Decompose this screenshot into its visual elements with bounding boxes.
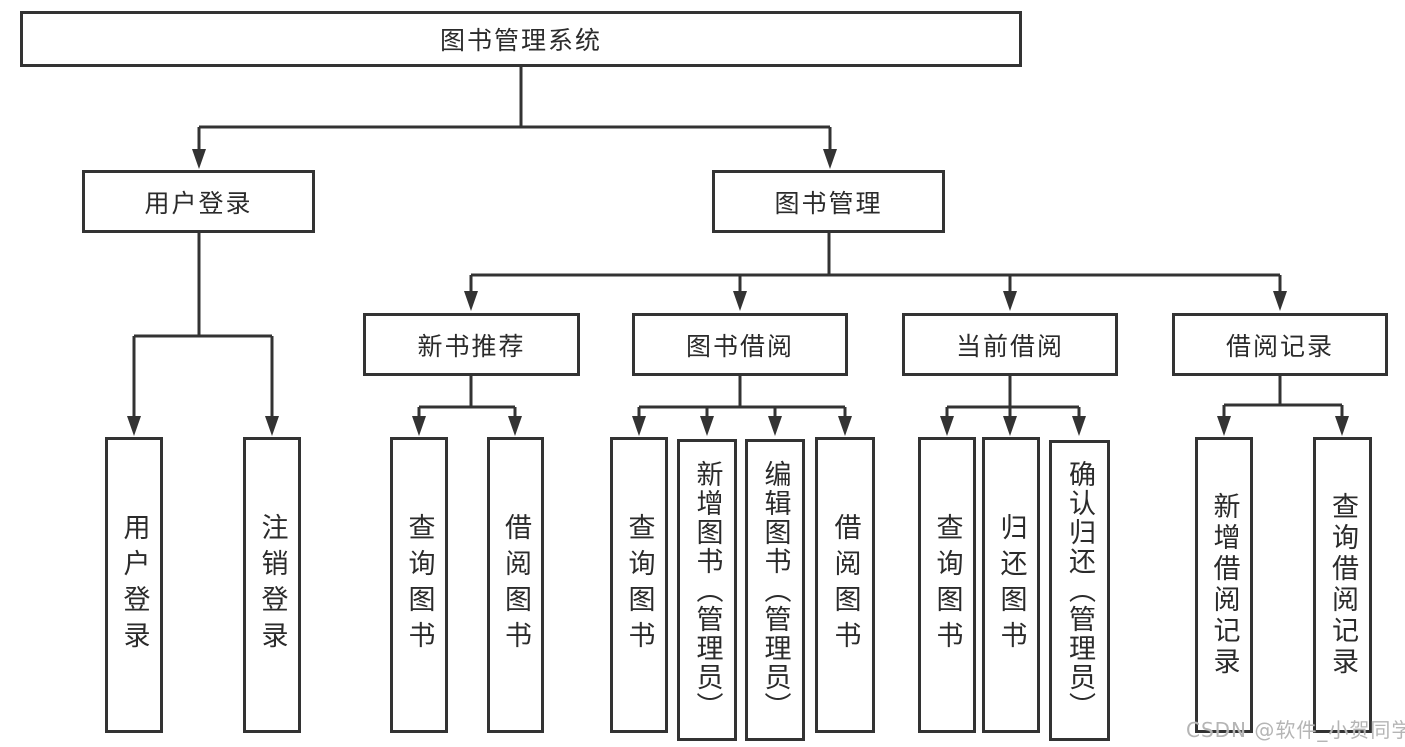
arrow-down-icon: [265, 416, 279, 436]
leaf-logout: 注销登录: [243, 437, 301, 733]
arrow-down-icon: [412, 416, 426, 436]
node-label: 图书管理: [774, 188, 883, 218]
leaf-query-borrow-record: 查询借阅记录: [1313, 437, 1372, 733]
leaf-query-books-recommend: 查询图书: [390, 437, 448, 733]
node-borrow-records: 借阅记录: [1172, 313, 1388, 376]
arrow-down-icon: [700, 416, 714, 436]
leaf-confirm-return-admin: 确认归还（管理员）: [1049, 440, 1110, 741]
leaf-return-books: 归还图书: [982, 437, 1040, 733]
node-label: 当前借阅: [955, 331, 1064, 361]
leaf-borrow-books-recommend: 借阅图书: [487, 437, 544, 733]
arrow-down-icon: [508, 416, 522, 436]
node-book-management: 图书管理: [712, 170, 945, 233]
node-root: 图书管理系统: [20, 11, 1022, 67]
arrow-down-icon: [1273, 291, 1287, 311]
connector-borrow-records-children: [1222, 376, 1344, 420]
node-new-book-recommend: 新书推荐: [363, 313, 580, 376]
node-label: 查询图书: [623, 513, 655, 657]
leaf-query-books-borrow: 查询图书: [610, 437, 668, 733]
arrow-down-icon: [768, 416, 782, 436]
node-label: 查询借阅记录: [1327, 492, 1358, 678]
leaf-user-login: 用户登录: [105, 437, 163, 733]
connector-user-login-children: [132, 233, 274, 420]
node-label: 注销登录: [256, 513, 288, 657]
node-label: 新书推荐: [417, 331, 526, 361]
node-current-borrow: 当前借阅: [902, 313, 1118, 376]
node-label: 用户登录: [118, 513, 150, 657]
node-label: 查询图书: [403, 513, 435, 657]
node-label: 借阅记录: [1225, 331, 1334, 361]
node-label: 新增借阅记录: [1208, 492, 1240, 678]
arrow-down-icon: [1003, 291, 1017, 311]
connector-root-to-level2: [197, 67, 832, 153]
leaf-add-borrow-record: 新增借阅记录: [1195, 437, 1253, 733]
node-label: 查询图书: [931, 513, 963, 657]
connector-current-borrow-children: [945, 376, 1081, 420]
node-label: 借阅图书: [829, 513, 861, 657]
arrow-down-icon: [464, 291, 478, 311]
node-label: 确认归还（管理员）: [1064, 460, 1095, 721]
node-label: 用户登录: [144, 188, 253, 218]
leaf-add-books-admin: 新增图书（管理员）: [677, 439, 737, 741]
arrow-down-icon: [632, 416, 646, 436]
leaf-borrow-books: 借阅图书: [815, 437, 875, 733]
node-label: 图书借阅: [685, 331, 794, 361]
arrow-down-icon: [1072, 416, 1086, 436]
node-book-borrow: 图书借阅: [632, 313, 848, 376]
arrow-down-icon: [1003, 416, 1017, 436]
node-label: 新增图书（管理员）: [691, 459, 723, 721]
connector-new-book-children: [417, 376, 517, 420]
leaf-query-books-current: 查询图书: [918, 437, 976, 733]
arrow-down-icon: [1335, 416, 1349, 436]
node-user-login: 用户登录: [82, 170, 315, 233]
arrow-down-icon: [940, 416, 954, 436]
arrow-down-icon: [192, 149, 206, 169]
arrow-down-icon: [127, 416, 141, 436]
arrow-down-icon: [1217, 416, 1231, 436]
leaf-edit-books-admin: 编辑图书（管理员）: [745, 439, 805, 741]
csdn-watermark: CSDN @软件_小贺同学: [1186, 718, 1405, 742]
arrow-down-icon: [838, 416, 852, 436]
node-label: 编辑图书（管理员）: [759, 459, 791, 721]
connector-book-borrow-children: [637, 376, 847, 420]
connector-book-management-children: [469, 233, 1282, 295]
node-label: 借阅图书: [500, 513, 531, 657]
arrow-down-icon: [823, 149, 837, 169]
arrow-down-icon: [733, 291, 747, 311]
node-label: 归还图书: [995, 513, 1027, 657]
node-label: 图书管理系统: [439, 26, 602, 55]
